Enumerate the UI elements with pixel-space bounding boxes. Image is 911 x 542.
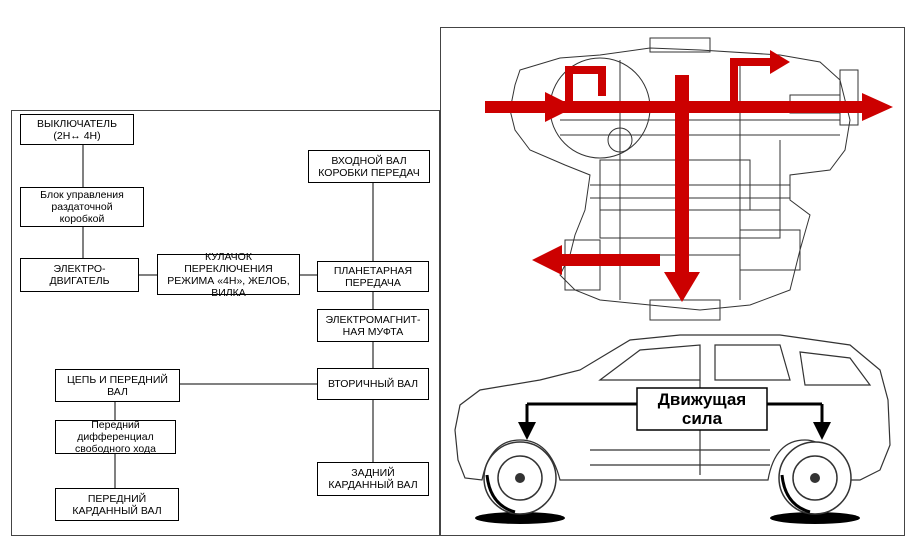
- chain-front-shaft-box: ЦЕПЬ И ПЕРЕДНИЙ ВАЛ: [55, 369, 180, 402]
- switch-box: ВЫКЛЮЧАТЕЛЬ (2H↔ 4H): [20, 114, 134, 145]
- secondary-shaft-box: ВТОРИЧНЫЙ ВАЛ: [317, 368, 429, 400]
- cam-groove-fork-box: КУЛАЧОК ПЕРЕКЛЮЧЕНИЯ РЕЖИМА «4H», ЖЕЛОБ,…: [157, 251, 300, 299]
- input-shaft-box: ВХОДНОЙ ВАЛ КОРОБКИ ПЕРЕДАЧ: [308, 150, 430, 183]
- motor-box: ЭЛЕКТРО- ДВИГАТЕЛЬ: [20, 258, 139, 292]
- rear-cardan-box: ЗАДНИЙ КАРДАННЫЙ ВАЛ: [317, 462, 429, 496]
- driving-force-label: Движущая сила: [657, 390, 747, 428]
- front-differential-box: Передний дифференциал свободного хода: [55, 419, 176, 455]
- control-unit-box: Блок управления раздаточной коробкой: [20, 187, 144, 227]
- front-cardan-box: ПЕРЕДНИЙ КАРДАННЫЙ ВАЛ: [55, 488, 179, 521]
- planetary-gear-box: ПЛАНЕТАРНАЯ ПЕРЕДАЧА: [317, 261, 429, 292]
- em-clutch-box: ЭЛЕКТРОМАГНИТ- НАЯ МУФТА: [317, 309, 429, 342]
